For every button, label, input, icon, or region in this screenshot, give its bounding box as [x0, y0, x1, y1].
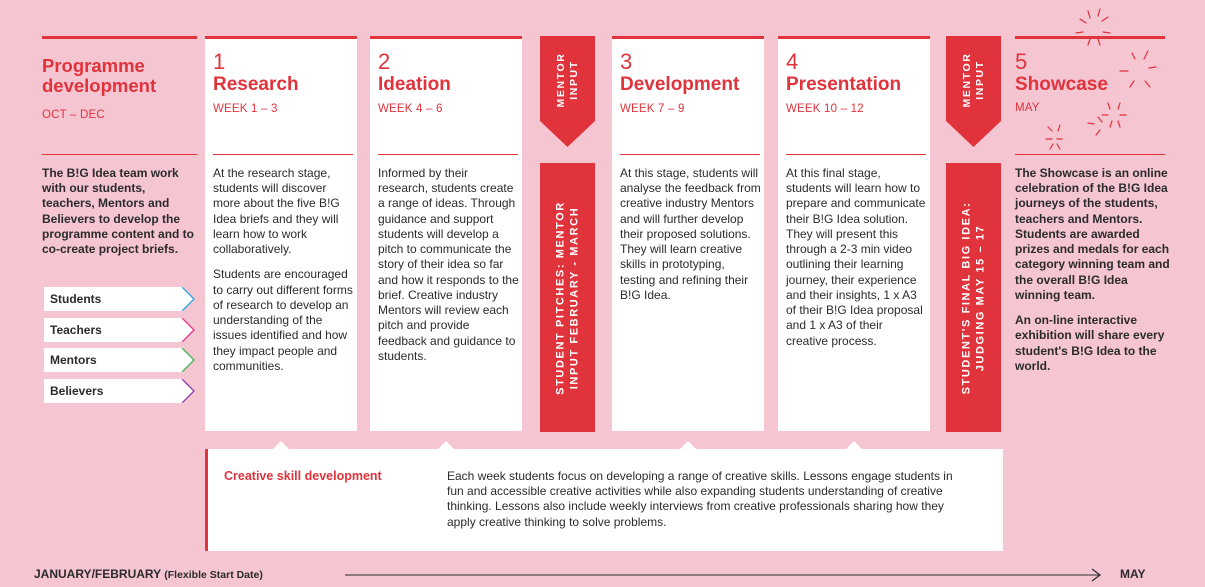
- research-title: Research: [213, 74, 299, 95]
- showcase-dates: MAY: [1015, 101, 1040, 114]
- research-card: 1 Research WEEK 1 – 3 At the research st…: [205, 39, 357, 431]
- ideation-body: Informed by their research, students cre…: [378, 166, 520, 364]
- chevron-right-icon: [182, 318, 195, 342]
- programme-dates: OCT – DEC: [42, 108, 105, 121]
- research-dates: WEEK 1 – 3: [213, 103, 278, 115]
- showcase-paragraph-1: The Showcase is an online celebration of…: [1015, 166, 1170, 302]
- ideation-dates: WEEK 4 – 6: [378, 103, 443, 115]
- timeline-start: JANUARY/FEBRUARY (Flexible Start Date): [34, 567, 263, 581]
- chevron-right-icon: [182, 348, 195, 372]
- timeline-end: MAY: [1120, 567, 1146, 581]
- tag-teachers-label: Teachers: [50, 323, 102, 337]
- timeline-arrow: [345, 568, 1101, 582]
- mentor-input-flag-2: MENTOR INPUT: [946, 36, 1001, 147]
- chevron-right-icon: [182, 287, 195, 311]
- development-rule: [612, 36, 764, 39]
- tag-students-label: Students: [50, 292, 102, 306]
- student-pitches-column: STUDENT PITCHES: MENTOR INPUT FEBRUARY -…: [540, 163, 595, 432]
- mentor-arrow-shape: [946, 36, 1001, 147]
- presentation-paragraph-1: At this final stage, students will learn…: [786, 166, 926, 348]
- research-divider: [213, 154, 353, 155]
- timeline-start-label: JANUARY/FEBRUARY: [34, 567, 161, 581]
- chevron-right-icon: [182, 379, 195, 403]
- ideation-card: 2 Ideation WEEK 4 – 6 Informed by their …: [370, 39, 522, 431]
- presentation-dates: WEEK 10 – 12: [786, 103, 864, 115]
- timeline-start-note: (Flexible Start Date): [164, 569, 263, 581]
- mentor-arrow-shape: [540, 36, 595, 147]
- mentor-input-flag-1: MENTOR INPUT: [540, 36, 595, 147]
- ideation-rule: [370, 36, 522, 39]
- presentation-card: 4 Presentation WEEK 10 – 12 At this fina…: [778, 39, 930, 431]
- research-number: 1: [213, 49, 226, 74]
- research-paragraph-1: At the research stage, students will dis…: [213, 166, 340, 257]
- showcase-body: The Showcase is an online celebration of…: [1015, 166, 1175, 374]
- showcase-divider: [1015, 154, 1165, 155]
- presentation-body: At this final stage, students will learn…: [786, 166, 928, 349]
- showcase-title: Showcase: [1015, 74, 1108, 95]
- showcase-number: 5: [1015, 49, 1028, 74]
- creative-skill-box: Creative skill development Each week stu…: [205, 449, 1003, 551]
- development-dates: WEEK 7 – 9: [620, 103, 685, 115]
- programme-divider: [42, 154, 197, 155]
- research-rule: [205, 36, 357, 39]
- ideation-number: 2: [378, 49, 391, 74]
- ideation-title: Ideation: [378, 74, 451, 95]
- development-divider: [620, 154, 760, 155]
- programme-column: Programme development OCT – DEC: [42, 55, 202, 121]
- development-notch: [680, 441, 696, 449]
- final-big-idea-label: STUDENT'S FINAL BIG IDEA: JUDGING MAY 15…: [959, 201, 986, 394]
- ideation-divider: [378, 154, 518, 155]
- development-body: At this stage, students will analyse the…: [620, 166, 762, 303]
- ideation-paragraph-1: Informed by their research, students cre…: [378, 166, 519, 363]
- research-paragraph-2: Students are encouraged to carry out dif…: [213, 267, 353, 373]
- tag-believers: Believers: [44, 379, 195, 403]
- presentation-number: 4: [786, 49, 799, 74]
- presentation-notch: [846, 441, 862, 449]
- development-title: Development: [620, 74, 740, 95]
- presentation-divider: [786, 154, 926, 155]
- mentor-input-label-2: MENTOR INPUT: [960, 52, 986, 108]
- student-pitches-label: STUDENT PITCHES: MENTOR INPUT FEBRUARY -…: [553, 200, 580, 395]
- fireworks-icon: [1045, 8, 1157, 150]
- showcase-header: 5 Showcase MAY: [1015, 51, 1175, 114]
- tag-mentors-label: Mentors: [50, 353, 97, 367]
- research-notch: [273, 441, 289, 449]
- tag-students: Students: [44, 287, 195, 311]
- programme-title: Programme development: [42, 55, 157, 97]
- programme-body: The B!G Idea team work with our students…: [42, 166, 195, 257]
- showcase-rule: [1015, 36, 1165, 39]
- mentor-input-label-1: MENTOR INPUT: [554, 52, 580, 108]
- development-paragraph-1: At this stage, students will analyse the…: [620, 166, 761, 302]
- presentation-rule: [778, 36, 930, 39]
- development-card: 3 Development WEEK 7 – 9 At this stage, …: [612, 39, 764, 431]
- creative-skill-title: Creative skill development: [224, 469, 382, 483]
- research-body: At the research stage, students will dis…: [213, 166, 355, 374]
- programme-rule: [42, 36, 197, 39]
- final-big-idea-column: STUDENT'S FINAL BIG IDEA: JUDGING MAY 15…: [946, 163, 1001, 432]
- showcase-paragraph-2: An on-line interactive exhibition will s…: [1015, 313, 1165, 373]
- presentation-title: Presentation: [786, 74, 902, 95]
- development-number: 3: [620, 49, 633, 74]
- tag-mentors: Mentors: [44, 348, 195, 372]
- tag-teachers: Teachers: [44, 318, 195, 342]
- tag-believers-label: Believers: [50, 384, 104, 398]
- ideation-notch: [438, 441, 454, 449]
- creative-skill-text: Each week students focus on developing a…: [447, 469, 953, 529]
